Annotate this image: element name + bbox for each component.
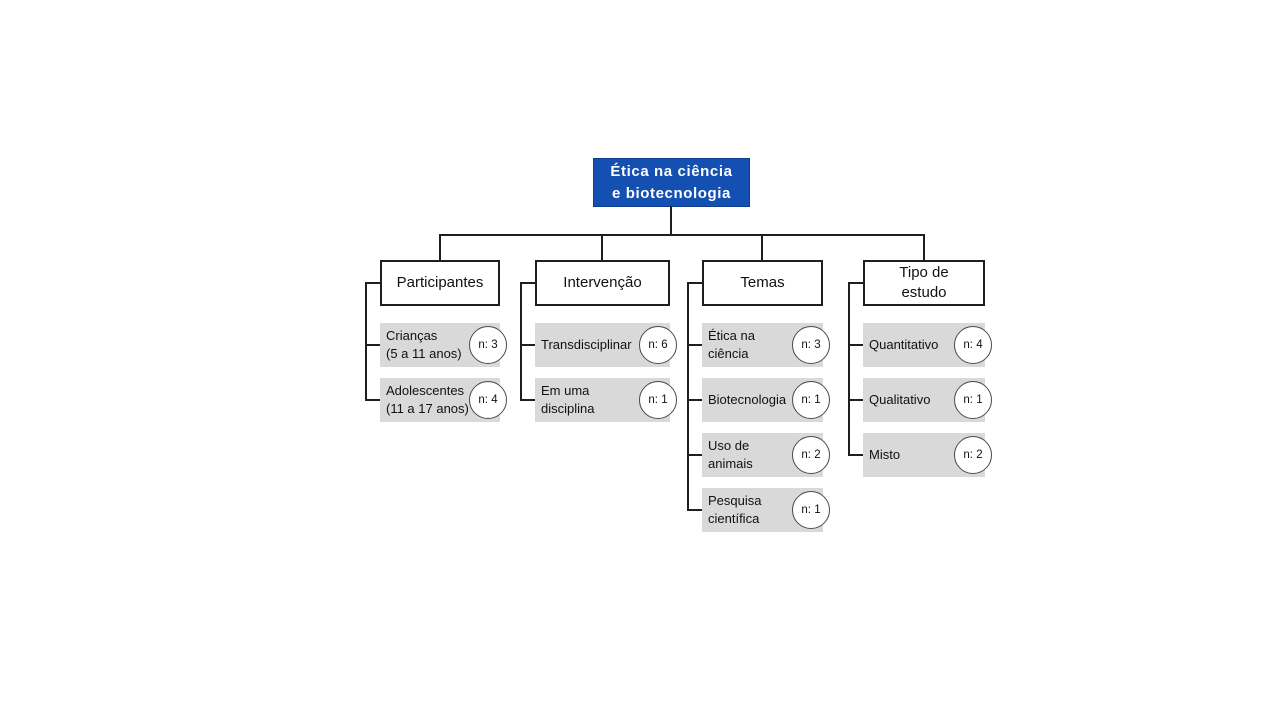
- count-badge: n: 2: [792, 436, 830, 474]
- count-badge: n: 1: [792, 491, 830, 529]
- branch-drop-line-4: [923, 234, 925, 260]
- count-badge: n: 3: [469, 326, 507, 364]
- branch-horizontal-line: [439, 234, 925, 236]
- branch-header-participantes: Participantes: [380, 260, 500, 306]
- bracket-line-temas: [687, 282, 689, 511]
- bracket-tick: [687, 282, 702, 284]
- count-badge: n: 1: [792, 381, 830, 419]
- bracket-line-intervencao: [520, 282, 522, 401]
- branch-header-tipo-de-estudo: Tipo de estudo: [863, 260, 985, 306]
- bracket-line-tipo-de-estudo: [848, 282, 850, 456]
- count-badge: n: 6: [639, 326, 677, 364]
- count-badge: n: 4: [954, 326, 992, 364]
- bracket-tick: [365, 282, 380, 284]
- count-badge: n: 4: [469, 381, 507, 419]
- branch-header-temas: Temas: [702, 260, 823, 306]
- bracket-tick: [520, 282, 535, 284]
- bracket-tick: [848, 344, 863, 346]
- bracket-tick: [520, 399, 535, 401]
- bracket-line-participantes: [365, 282, 367, 401]
- bracket-tick: [687, 454, 702, 456]
- bracket-tick: [520, 344, 535, 346]
- bracket-tick: [687, 344, 702, 346]
- bracket-tick: [365, 399, 380, 401]
- bracket-tick: [848, 282, 863, 284]
- root-stem-line: [670, 206, 672, 235]
- root-node: Ética na ciência e biotecnologia: [593, 158, 750, 207]
- count-badge: n: 3: [792, 326, 830, 364]
- branch-drop-line-3: [761, 234, 763, 260]
- bracket-tick: [687, 399, 702, 401]
- branch-drop-line-2: [601, 234, 603, 260]
- count-badge: n: 1: [639, 381, 677, 419]
- bracket-tick: [848, 399, 863, 401]
- count-badge: n: 1: [954, 381, 992, 419]
- count-badge: n: 2: [954, 436, 992, 474]
- branch-header-intervencao: Intervenção: [535, 260, 670, 306]
- bracket-tick: [687, 509, 702, 511]
- bracket-tick: [365, 344, 380, 346]
- branch-drop-line-1: [439, 234, 441, 260]
- bracket-tick: [848, 454, 863, 456]
